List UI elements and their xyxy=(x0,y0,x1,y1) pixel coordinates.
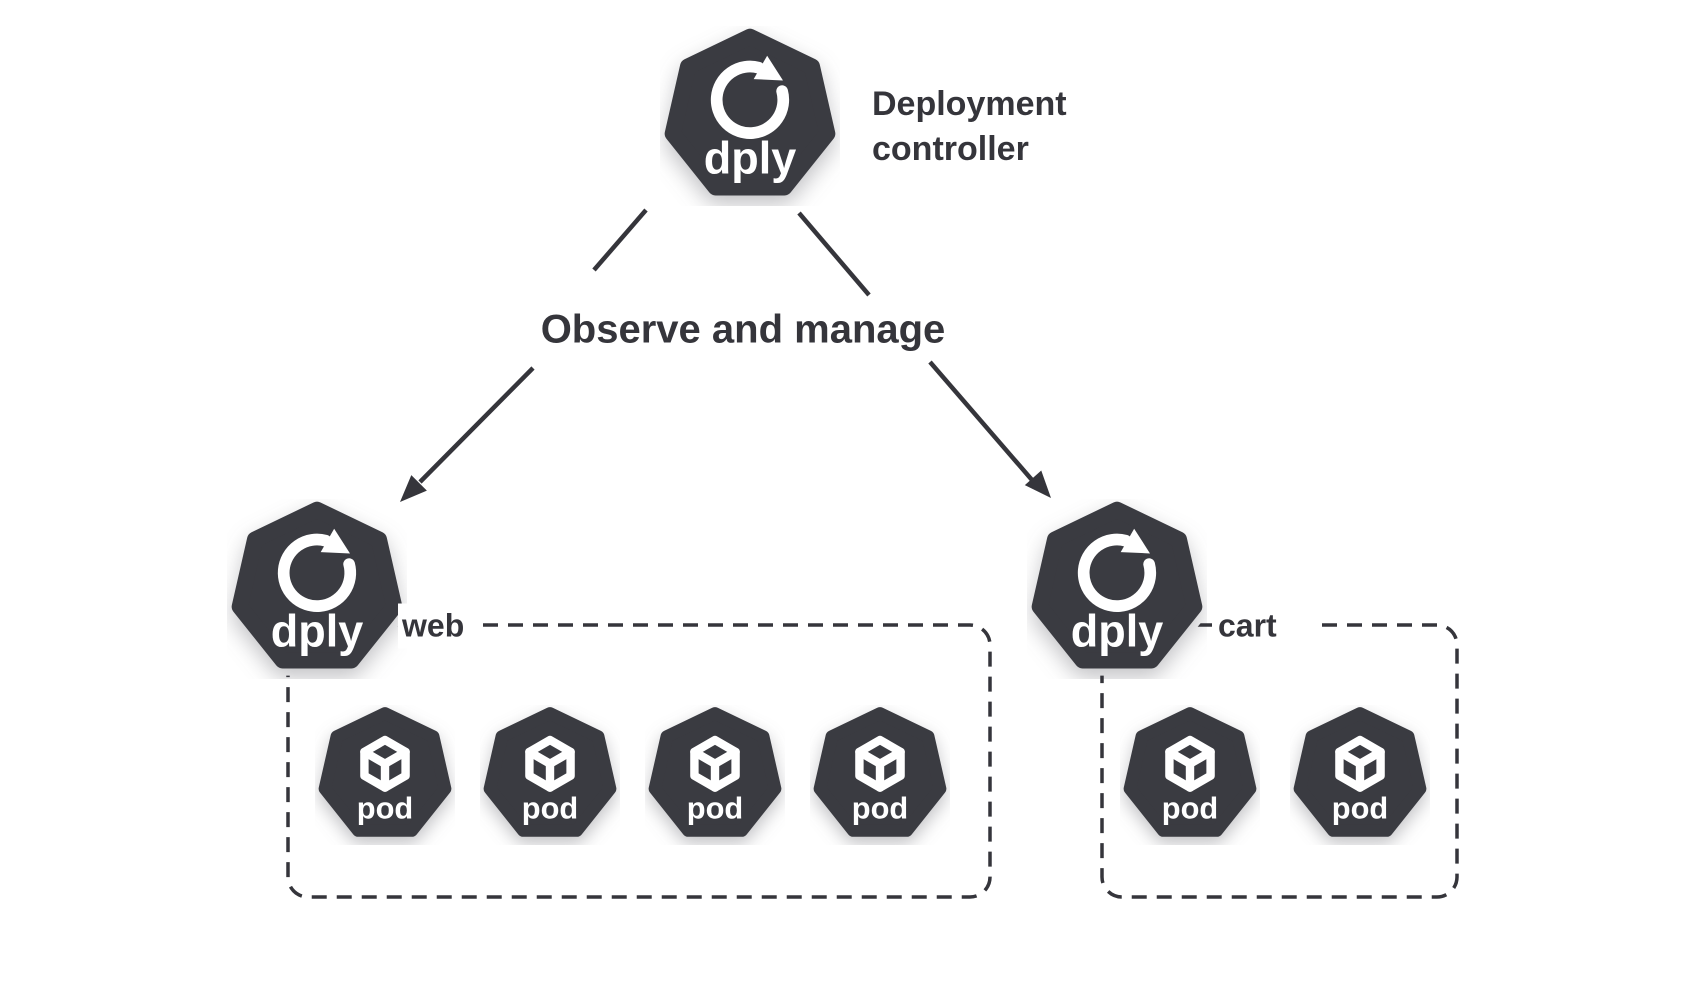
cart-deployment-node: dply xyxy=(1027,499,1207,679)
cube-icon xyxy=(1165,735,1215,792)
web-deployment-abbrev: dply xyxy=(271,606,364,657)
cart-deployment-abbrev: dply xyxy=(1071,606,1164,657)
pod-label: pod xyxy=(687,790,743,825)
pod-label: pod xyxy=(1162,790,1218,825)
arrowhead xyxy=(1024,470,1051,498)
cube-icon xyxy=(1335,735,1385,792)
web-pod-node: pod xyxy=(645,705,785,845)
heptagon-icon xyxy=(227,499,407,676)
refresh-icon xyxy=(1077,528,1157,612)
refresh-icon xyxy=(710,55,790,139)
cube-icon xyxy=(855,735,905,792)
pod-label: pod xyxy=(357,790,413,825)
web-pod-node: pod xyxy=(480,705,620,845)
pod-label: pod xyxy=(852,790,908,825)
cube-icon xyxy=(690,735,740,792)
controller-label: Deployment controller xyxy=(872,85,1067,168)
web-pod-node: pod xyxy=(810,705,950,845)
edge-label: Observe and manage xyxy=(540,307,946,352)
cube-icon xyxy=(360,735,410,792)
cart-group-label: cart xyxy=(1214,603,1313,649)
arrowhead xyxy=(400,475,427,502)
arrow-to-cart xyxy=(797,211,1051,498)
cart-pod-node: pod xyxy=(1290,705,1430,845)
refresh-icon xyxy=(277,528,357,612)
controller-node: dply xyxy=(660,26,840,206)
cart-pod-node: pod xyxy=(1120,705,1260,845)
controller-abbrev: dply xyxy=(704,133,797,184)
web-group-label: web xyxy=(398,603,479,649)
pod-label: pod xyxy=(522,790,578,825)
web-deployment-node: dply xyxy=(227,499,407,679)
web-pod-node: pod xyxy=(315,705,455,845)
heptagon-icon xyxy=(1290,705,1430,842)
heptagon-icon xyxy=(1027,499,1207,676)
cube-icon xyxy=(525,735,575,792)
arrow-to-web xyxy=(400,208,648,502)
pod-label: pod xyxy=(1332,790,1388,825)
web-group-box xyxy=(286,623,992,899)
heptagon-icon xyxy=(660,26,840,203)
